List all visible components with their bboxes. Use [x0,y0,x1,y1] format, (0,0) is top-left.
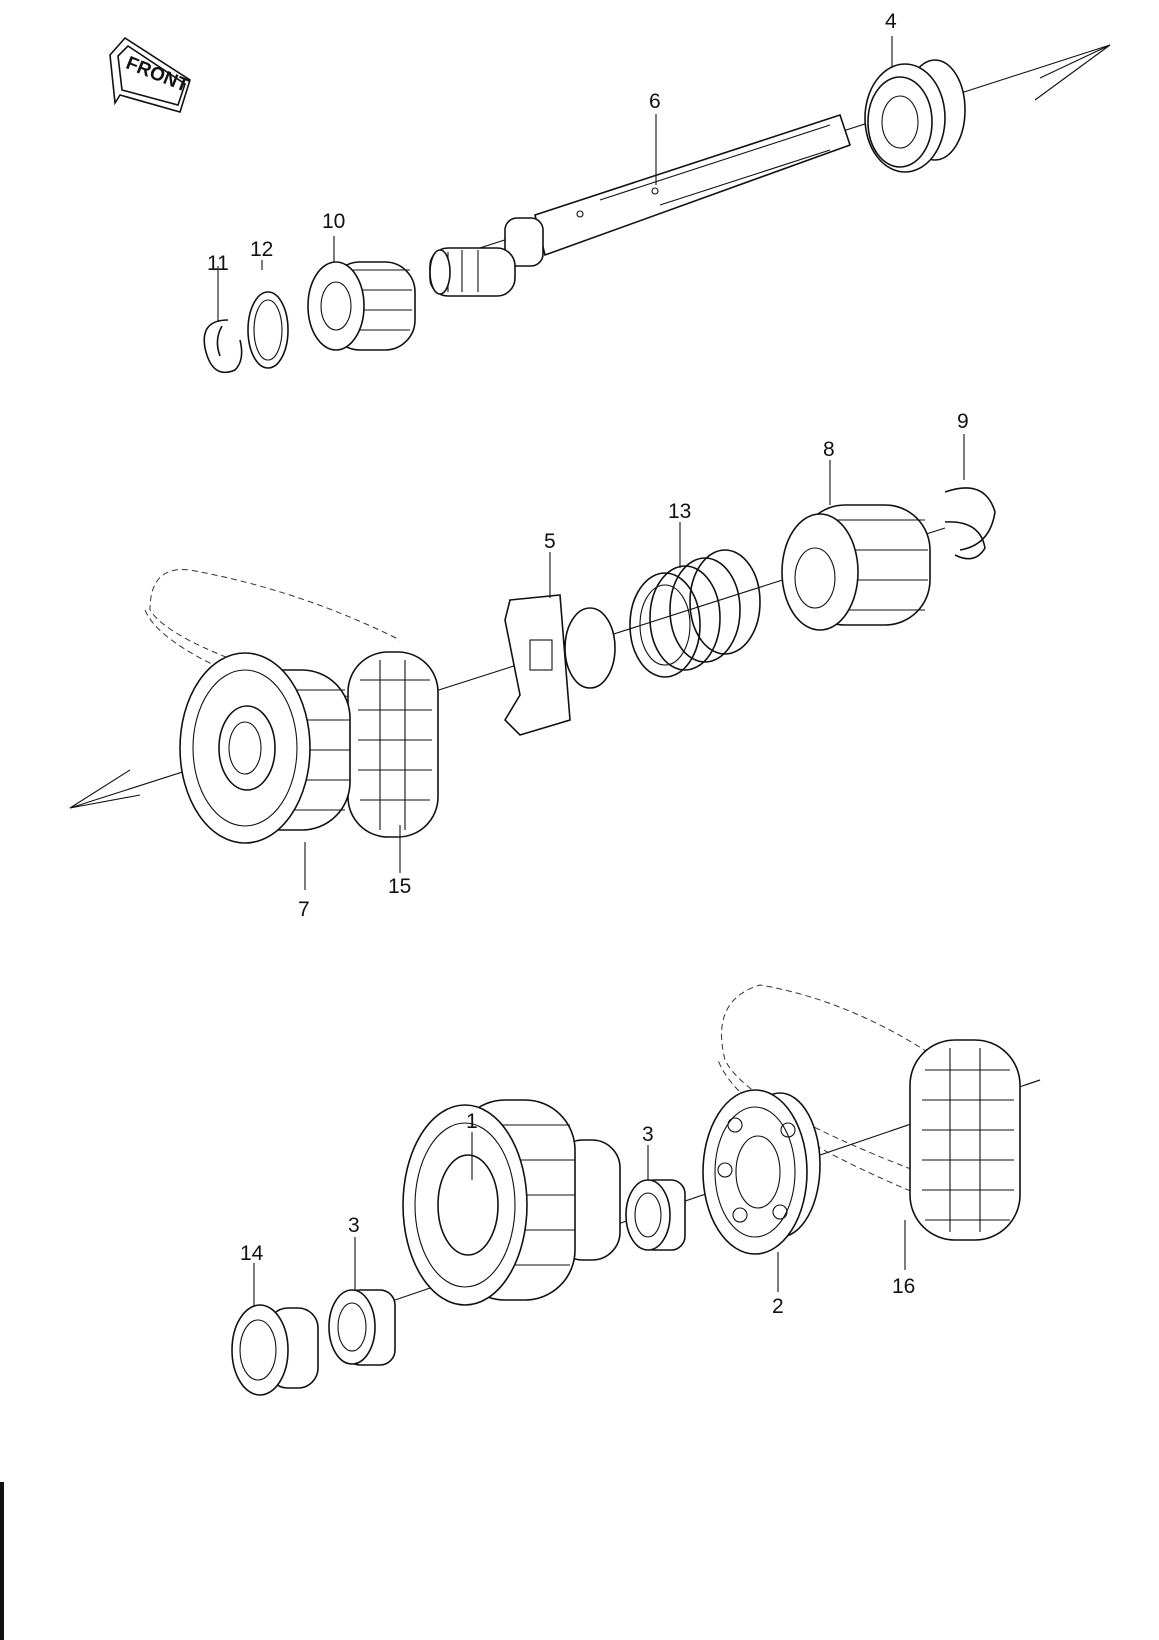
callout-10: 10 [322,210,345,233]
callout-15: 15 [388,875,411,898]
callout-3-left: 3 [348,1214,360,1237]
collar-part-14 [231,1304,319,1396]
callout-7: 7 [298,898,310,921]
sprocket-gear-part-7 [179,652,351,844]
callout-3-right: 3 [642,1123,654,1146]
spring-part-13 [629,549,761,678]
callout-1: 1 [466,1110,478,1133]
cam-part-5 [503,594,616,736]
output-shaft [429,113,852,297]
callout-13: 13 [668,500,691,523]
chain-outline-part-16 [717,984,1021,1241]
callout-2: 2 [772,1295,784,1318]
callout-4: 4 [885,10,897,33]
front-arrow-badge: FRONT [109,36,192,113]
callout-6: 6 [649,90,661,113]
needle-bearing-part-3-left [328,1289,396,1366]
callout-leaders [217,36,965,1306]
callout-labels: 4 6 10 11 12 9 8 13 5 15 7 1 3 3 14 2 16 [207,10,969,1318]
callout-16: 16 [892,1275,915,1298]
circlip-part-11 [203,319,243,374]
callout-8: 8 [823,438,835,461]
gear-part-8 [781,504,931,631]
washer-part-12 [247,291,289,369]
callout-9: 9 [957,410,969,433]
circlip-part-9 [944,487,996,560]
callout-12: 12 [250,238,273,261]
gear-part-1 [402,1099,621,1306]
needle-bearing-part-3-right [625,1179,686,1251]
callout-11: 11 [207,252,229,275]
ball-bearing-part-2 [702,1089,821,1255]
callout-14: 14 [240,1242,264,1265]
sprocket-part-4 [864,59,966,173]
callout-5: 5 [544,530,556,553]
edge-mark [0,1482,4,1640]
gear-part-10 [307,261,416,351]
